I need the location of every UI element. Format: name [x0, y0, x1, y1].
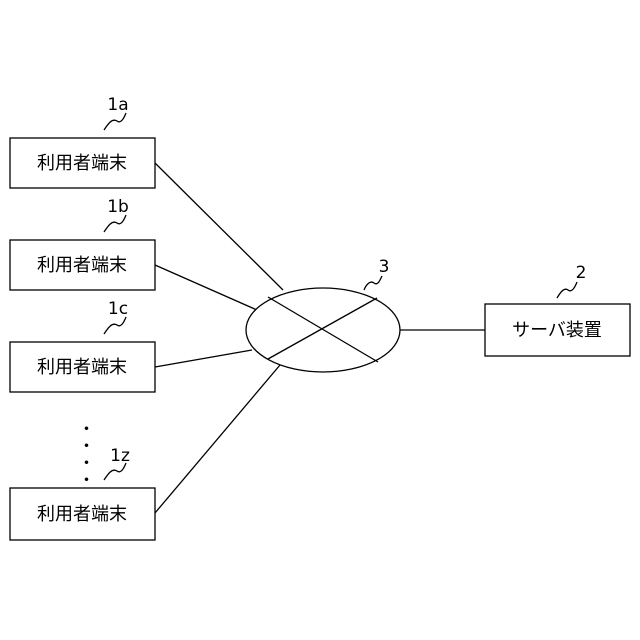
- link-1a-network: [155, 163, 283, 290]
- server-device: サーバ装置 2: [485, 263, 630, 356]
- terminal-1a: 利用者端末 1a: [10, 95, 155, 188]
- link-1z-network: [155, 365, 280, 513]
- network-ref-label: 3: [379, 257, 390, 277]
- network-node: [246, 288, 400, 372]
- terminal-label: 利用者端末: [37, 504, 127, 525]
- terminal-label: 利用者端末: [37, 255, 127, 276]
- ref-label: 1a: [107, 95, 128, 115]
- ref-label: 1b: [107, 197, 129, 217]
- ref-leader: [104, 317, 126, 334]
- ref-label: 1c: [108, 299, 128, 319]
- ref-leader: [104, 215, 126, 232]
- terminal-1c: 利用者端末 1c: [10, 299, 155, 392]
- terminal-1b: 利用者端末 1b: [10, 197, 155, 290]
- ref-label: 1z: [110, 446, 130, 466]
- terminal-label: 利用者端末: [37, 153, 127, 174]
- terminal-label: 利用者端末: [37, 357, 127, 378]
- vertical-ellipsis: ・・・・: [74, 420, 94, 488]
- link-1c-network: [155, 350, 252, 367]
- server-ref-leader: [557, 282, 577, 298]
- server-ref-label: 2: [576, 263, 587, 283]
- server-label: サーバ装置: [512, 320, 602, 341]
- network-ref-leader: [364, 276, 382, 290]
- ref-leader: [104, 113, 126, 130]
- link-1b-network: [155, 265, 257, 310]
